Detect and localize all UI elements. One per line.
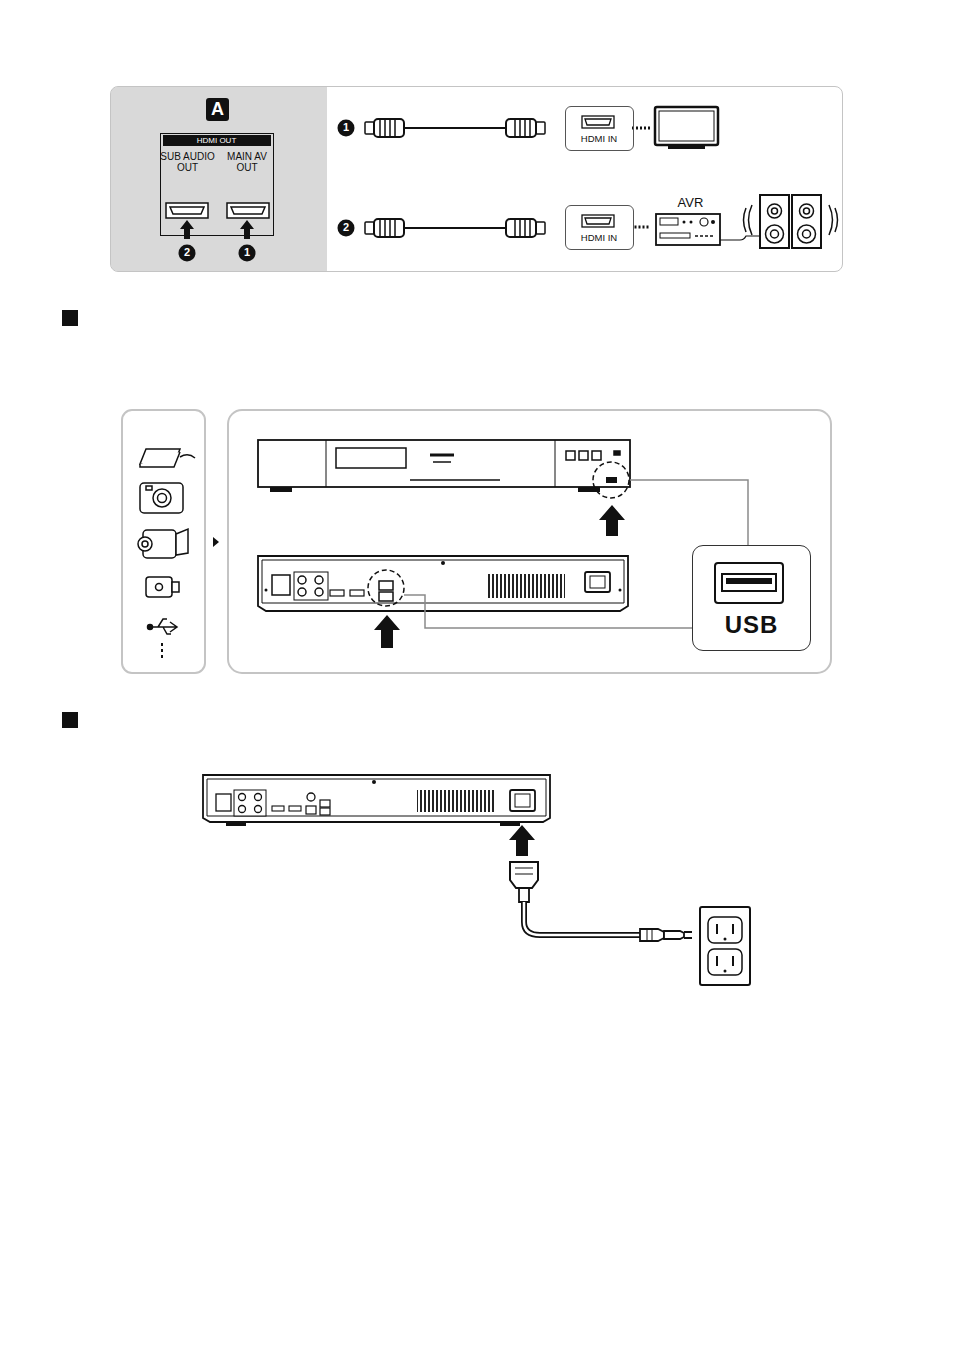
device-box: AVR <box>652 196 730 248</box>
node-text: HDMI IN <box>566 233 633 243</box>
port-label: SUB AUDIO OUT <box>159 151 216 173</box>
wall-outlet <box>700 907 750 985</box>
callout-number: 2 <box>179 246 195 258</box>
player-rear <box>258 556 628 648</box>
section-marker <box>62 310 78 326</box>
callout-number: 2 <box>338 221 354 233</box>
port-panel: HDMI OUT <box>160 133 274 236</box>
callout-number: 1 <box>239 246 255 258</box>
tv <box>655 107 718 149</box>
port-box: HDMI IN <box>565 205 634 250</box>
connection <box>632 127 652 130</box>
node-text: AVR <box>652 196 730 210</box>
pointer-triangle <box>213 537 219 547</box>
speakers <box>744 195 838 248</box>
usb-leader <box>404 480 748 628</box>
hdmi-cable <box>365 119 545 237</box>
node-text: HDMI OUT <box>163 135 271 146</box>
hdmi-port <box>166 203 269 218</box>
usb-devices <box>138 449 195 661</box>
node-text: HDMI IN <box>566 134 633 144</box>
player-front <box>258 440 630 536</box>
node-text: USB <box>693 612 810 638</box>
port-box: HDMI IN <box>565 106 634 151</box>
node-text: A <box>206 98 229 121</box>
device-panel <box>122 410 205 673</box>
port-label: MAIN AV OUT <box>223 151 271 173</box>
power-cord <box>510 862 692 941</box>
connection <box>635 226 651 229</box>
panel-ground <box>111 87 327 271</box>
section-marker <box>62 712 78 728</box>
panel-box: A HDMI OUT HDMI IN HDMI IN AVR <box>110 86 843 272</box>
port-box: USB <box>692 545 811 651</box>
connection-panel <box>228 410 831 673</box>
insert-arrow <box>180 220 254 239</box>
hdmi-port <box>582 116 614 227</box>
usb-port <box>715 563 783 603</box>
player-rear <box>203 775 550 856</box>
callout-number: 1 <box>338 121 354 133</box>
